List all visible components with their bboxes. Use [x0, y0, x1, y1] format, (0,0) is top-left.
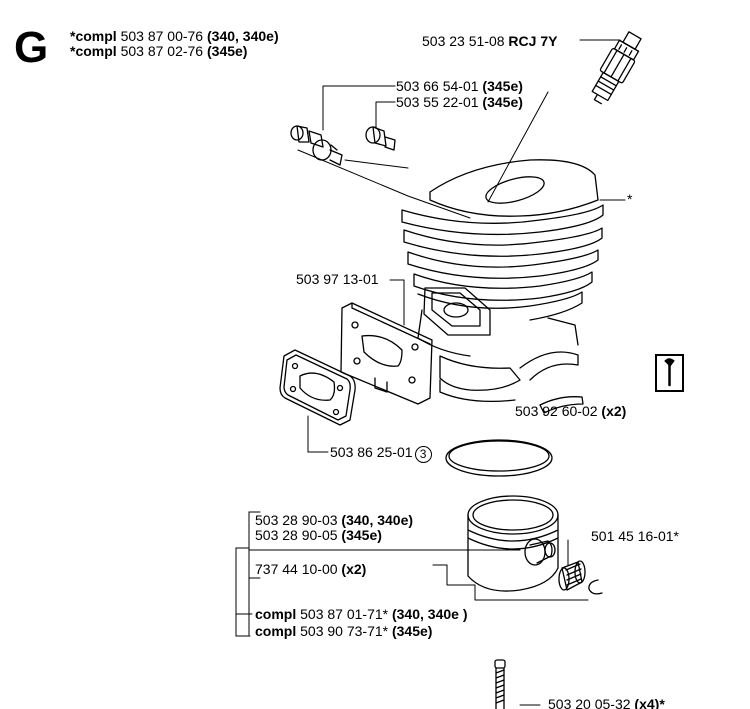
compl-b-part: 503 90 73-71* [300, 623, 389, 639]
spark-plug-note: RCJ 7Y [508, 33, 558, 49]
header-line-2: *compl 503 87 02-76 (345e) [70, 44, 247, 59]
piston-drawing [467, 495, 559, 592]
header-1-part: 503 87 00-76 [120, 28, 204, 44]
header-line-1: *compl 503 87 00-76 (340, 340e) [70, 29, 279, 44]
clip-drawing [539, 396, 584, 414]
header-1-models: (340, 340e) [207, 28, 279, 44]
callout-piston-a: 503 28 90-03 (340, 340e) [255, 513, 413, 528]
callout-screw: 503 20 05-32 (x4)* [548, 697, 665, 709]
callout-valve-b: 503 55 22-01 (345e) [396, 95, 523, 110]
valve-b-drawing [365, 126, 396, 151]
plate-part: 503 97 13-01 [296, 271, 379, 287]
cylinder-marker: * [627, 191, 633, 207]
circlip-part: 737 44 10-00 [255, 561, 338, 577]
screw-note: (x4)* [634, 696, 665, 709]
circlip-drawing [588, 579, 603, 595]
header-1-prefix: *compl [70, 28, 117, 44]
compl-a-models: (340, 340e ) [391, 606, 468, 622]
header-2-models: (345e) [207, 43, 248, 59]
piston-b-part: 503 28 90-05 [255, 527, 338, 543]
decompression-valve-drawing [290, 125, 343, 166]
callout-clip: 503 92 60-02 (x2) [515, 404, 626, 419]
valve-a-part: 503 66 54-01 [396, 78, 479, 94]
compl-a-prefix: compl [255, 606, 297, 622]
gasket-circled-number: 3 [414, 446, 432, 463]
piston-ring-drawing [445, 439, 553, 477]
bearing-part: 501 45 16-01* [591, 528, 679, 544]
compl-b-prefix: compl [255, 623, 297, 639]
gasket-part: 503 86 25-01 [330, 444, 413, 460]
leader-lines [235, 39, 626, 706]
piston-a-note: (340, 340e) [341, 512, 414, 528]
callout-bearing: 501 45 16-01* [591, 529, 679, 544]
valve-b-part: 503 55 22-01 [396, 94, 479, 110]
clip-note: (x2) [601, 403, 627, 419]
callout-compl-a: compl 503 87 01-71* (340, 340e ) [255, 607, 467, 622]
header-2-part: 503 87 02-76 [120, 43, 204, 59]
clip-part: 503 92 60-02 [515, 403, 598, 419]
callout-circlip: 737 44 10-00 (x2) [255, 562, 366, 577]
section-letter: G [14, 23, 49, 72]
spark-plug-part: 503 23 51-08 [422, 33, 505, 49]
valve-a-note: (345e) [482, 78, 523, 94]
valve-b-note: (345e) [482, 94, 523, 110]
callout-piston-b: 503 28 90-05 (345e) [255, 528, 382, 543]
needle-bearing-drawing [558, 560, 586, 591]
callout-compl-b: compl 503 90 73-71* (345e) [255, 624, 432, 639]
wrench-icon [664, 358, 675, 387]
screw-drawing [494, 659, 506, 709]
piston-a-part: 503 28 90-03 [255, 512, 338, 528]
compl-b-models: (345e) [391, 623, 433, 639]
callout-plate: 503 97 13-01 [296, 272, 379, 287]
callout-spark-plug: 503 23 51-08 RCJ 7Y [422, 34, 557, 49]
screw-part: 503 20 05-32 [548, 696, 631, 709]
info-icon [655, 354, 684, 392]
compl-a-part: 503 87 01-71* [300, 606, 389, 622]
cylinder-drawing [401, 159, 604, 402]
header-2-prefix: *compl [70, 43, 117, 59]
circlip-note: (x2) [341, 561, 367, 577]
piston-b-note: (345e) [341, 527, 382, 543]
callout-valve-a: 503 66 54-01 (345e) [396, 79, 523, 94]
gasket-drawing [279, 349, 356, 426]
spark-plug-drawing [591, 31, 642, 105]
